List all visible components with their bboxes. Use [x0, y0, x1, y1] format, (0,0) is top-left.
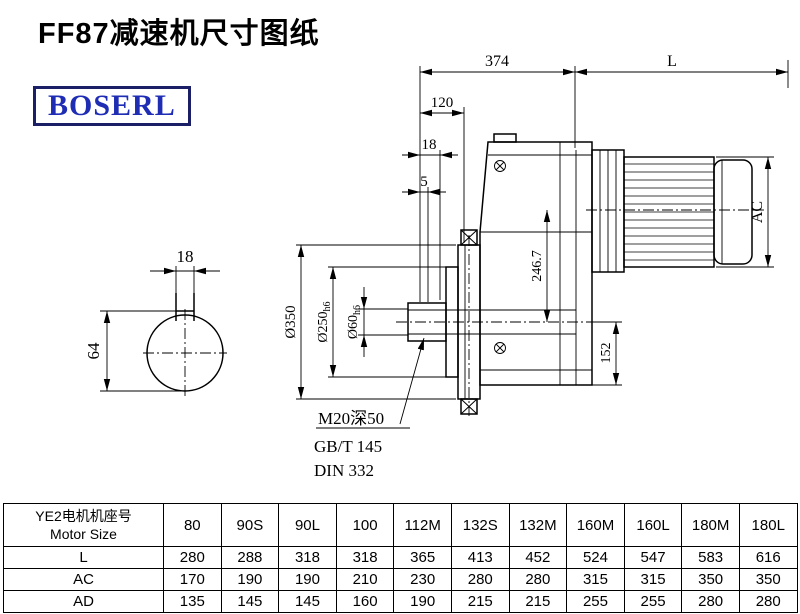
dim-L: L	[667, 53, 677, 70]
motor-fins	[624, 163, 714, 261]
size-col-header: 90L	[278, 503, 337, 547]
row-label: L	[3, 546, 164, 569]
dim-value-cell: 547	[623, 546, 683, 569]
dim-18: 18	[422, 137, 437, 153]
page-title: FF87减速机尺寸图纸	[38, 18, 320, 50]
dim-dia-250: Ø250h6	[316, 301, 333, 342]
dim-dia-350: Ø350	[283, 305, 299, 338]
dim-5: 5	[420, 174, 428, 190]
dim-value-cell: 145	[278, 590, 337, 613]
part-outlines	[146, 133, 753, 415]
size-col-header: 80	[163, 503, 222, 547]
dim-value-cell: 280	[450, 568, 510, 591]
dimension-table-wrap: YE2电机机座号 Motor Size 80 90S 90L 100 112M …	[3, 503, 798, 613]
size-col-header: 160L	[623, 503, 683, 547]
part-detail-lines	[408, 142, 723, 399]
note-tapped-hole: M20深50	[318, 409, 384, 428]
dimension-lines	[100, 60, 789, 429]
dim-value-cell: 452	[508, 546, 568, 569]
dim-AC: AC	[749, 201, 766, 223]
dim-value-cell: 230	[393, 568, 452, 591]
dim-value-cell: 135	[163, 590, 222, 613]
adapter-lines	[599, 150, 617, 272]
dim-value-cell: 215	[450, 590, 510, 613]
brand-logo: BOSERL	[33, 86, 191, 126]
dim-value-cell: 318	[335, 546, 395, 569]
fan-cover	[713, 159, 753, 265]
table-header-row: YE2电机机座号 Motor Size 80 90S 90L 100 112M …	[3, 503, 798, 547]
dim-value-cell: 315	[623, 568, 683, 591]
dim-value-cell: 255	[566, 590, 625, 613]
centerlines	[143, 209, 764, 416]
row-label: AC	[3, 568, 164, 591]
size-col-header: 180M	[681, 503, 740, 547]
dimension-table: YE2电机机座号 Motor Size 80 90S 90L 100 112M …	[3, 503, 798, 613]
dim-value-cell: 190	[393, 590, 452, 613]
dim-value-cell: 350	[681, 568, 740, 591]
dim-key-width: 18	[177, 247, 194, 266]
dim-152: 152	[599, 343, 614, 364]
motor-size-header: YE2电机机座号 Motor Size	[3, 503, 164, 547]
dim-value-cell: 190	[278, 568, 337, 591]
size-col-header: 100	[335, 503, 395, 547]
dim-value-cell: 280	[681, 590, 740, 613]
dim-value-cell: 215	[508, 590, 568, 613]
dim-value-cell: 315	[566, 568, 625, 591]
dim-dia-60: Ø60h6	[346, 305, 363, 339]
size-col-header: 112M	[393, 503, 452, 547]
dim-value-cell: 170	[163, 568, 222, 591]
motor-size-header-cn: YE2电机机座号	[35, 507, 132, 524]
housing-lines	[480, 142, 592, 385]
dim-value-cell: 255	[623, 590, 683, 613]
size-col-header: 132M	[508, 503, 568, 547]
size-col-header: 90S	[220, 503, 280, 547]
table-row-AD: AD 135 145 145 160 190 215 215 255 255 2…	[3, 590, 798, 613]
dim-value-cell: 280	[738, 590, 798, 613]
dim-246-7: 246.7	[530, 250, 545, 282]
size-col-header: 180L	[738, 503, 798, 547]
table-row-L: L 280 288 318 318 365 413 452 524 547 58…	[3, 546, 798, 569]
table-row-AC: AC 170 190 190 210 230 280 280 315 315 3…	[3, 568, 798, 591]
size-col-header: 132S	[450, 503, 510, 547]
dim-value-cell: 190	[220, 568, 280, 591]
brand-logo-text: BOSERL	[48, 89, 176, 122]
note-din-standard: DIN 332	[314, 461, 374, 480]
row-label: AD	[3, 590, 164, 613]
dim-120: 120	[431, 95, 454, 111]
dim-value-cell: 288	[220, 546, 280, 569]
dim-value-cell: 524	[566, 546, 625, 569]
housing-top-boss	[493, 133, 517, 143]
dim-value-cell: 365	[393, 546, 452, 569]
note-gb-standard: GB/T 145	[314, 437, 382, 456]
dim-value-cell: 280	[508, 568, 568, 591]
dim-value-cell: 413	[450, 546, 510, 569]
size-col-header: 160M	[566, 503, 625, 547]
dim-value-cell: 318	[278, 546, 337, 569]
dim-value-cell: 160	[335, 590, 395, 613]
gearbox-housing	[479, 141, 593, 386]
dim-value-cell: 145	[220, 590, 280, 613]
dim-value-cell: 210	[335, 568, 395, 591]
dim-value-cell: 280	[163, 546, 222, 569]
dim-value-cell: 616	[738, 546, 798, 569]
dim-key-height: 64	[84, 342, 103, 360]
motor-size-header-en: Motor Size	[50, 526, 117, 542]
dim-value-cell: 583	[681, 546, 740, 569]
bolt-symbol	[494, 160, 506, 354]
dim-value-cell: 350	[738, 568, 798, 591]
dim-374: 374	[485, 53, 509, 70]
technical-drawing: 374 L 120 18 5 18 64 Ø350 Ø250h6 Ø60h6 2…	[84, 53, 789, 480]
